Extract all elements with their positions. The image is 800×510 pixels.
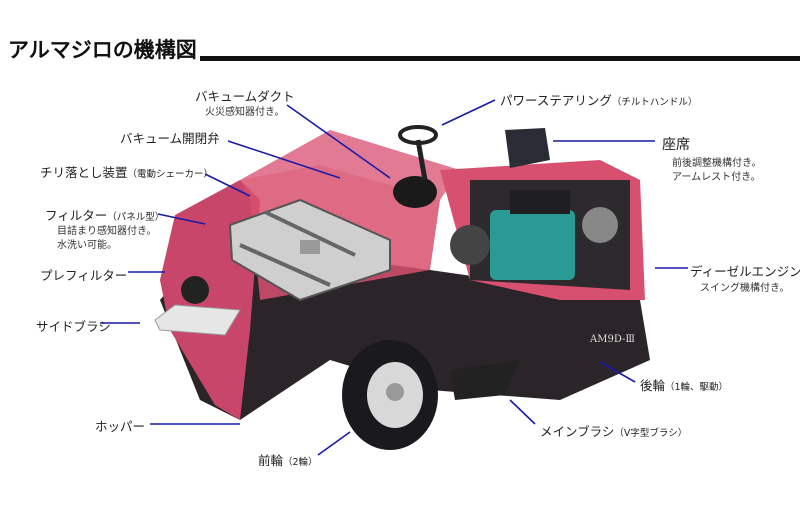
note-filter-2: 水洗い可能。 — [57, 240, 117, 251]
model-plate: AM9D-Ⅲ — [589, 334, 635, 345]
page-title: アルマジロの機構図 — [8, 38, 197, 62]
note-filter-1: 目詰まり感知器付き。 — [57, 226, 157, 237]
label-seat: 座席 — [662, 137, 690, 153]
note-seat-1: 前後調整機構付き。 — [672, 158, 762, 169]
label-hopper: ホッパー — [95, 419, 146, 434]
label-side-brush: サイドブラシ — [36, 319, 111, 334]
label-vacuum-valve: バキューム開閉弁 — [120, 131, 220, 146]
front-wheel-graphic — [342, 340, 438, 450]
label-rear-wheel: 後輪（1輪、駆動） — [640, 378, 729, 393]
label-main-brush: メインブラシ（V字型ブラシ） — [540, 424, 688, 439]
side-brush — [154, 304, 241, 336]
label-vacuum-duct: バキュームダクト — [195, 89, 295, 104]
title-divider — [200, 56, 800, 61]
leader-lines — [100, 99, 688, 456]
label-dust-shaker: チリ落とし装置（電動シェーカー） — [40, 165, 214, 180]
engine-block — [490, 210, 575, 280]
label-diesel-engine: ディーゼルエンジン — [690, 264, 800, 279]
seat — [505, 128, 550, 168]
note-diesel-engine: スイング機構付き。 — [700, 283, 790, 294]
main-brush-flap — [450, 360, 520, 400]
label-front-wheel: 前輪（2輪） — [258, 453, 318, 468]
note-seat-2: アームレスト付き。 — [672, 172, 761, 183]
label-filter: フィルター（パネル型） — [45, 208, 165, 223]
label-power-steering: パワーステアリング（チルトハンドル） — [500, 93, 698, 108]
label-prefilter: プレフィルター — [40, 268, 128, 283]
note-vacuum-duct: 火災感知器付き。 — [205, 107, 285, 118]
vacuum-duct-pipe — [393, 176, 437, 208]
